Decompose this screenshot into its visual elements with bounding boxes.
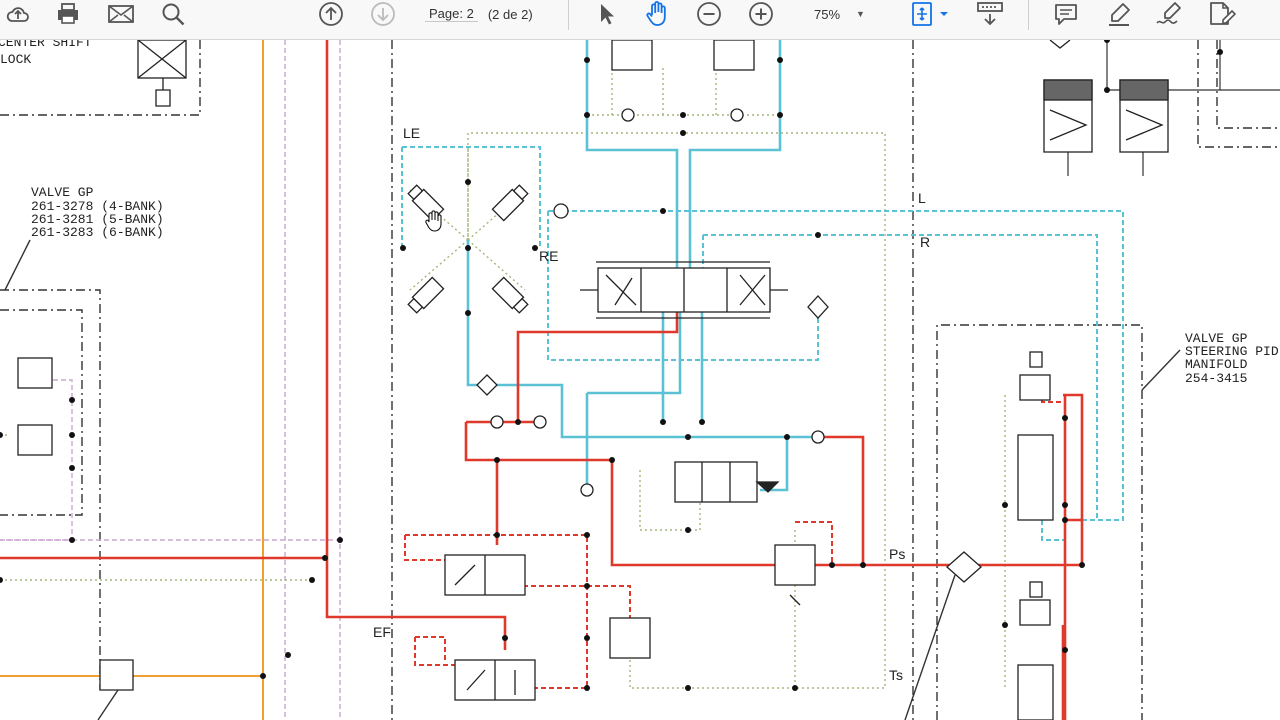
- supply-pilot-lines: [401, 146, 1124, 541]
- pdf-toolbar: Page: 2 (2 de 2) 75% ▼: [0, 0, 1280, 40]
- label-valve-6bank: 261-3283 (6-BANK): [31, 225, 164, 240]
- label-steer-manifold: MANIFOLD: [1185, 357, 1248, 372]
- chevron-down-icon: ▼: [856, 9, 865, 19]
- label-valve-5bank: 261-3281 (5-BANK): [31, 212, 164, 227]
- hand-cursor-icon: [425, 210, 442, 232]
- tank-lines: [1067, 40, 1280, 176]
- comment-icon[interactable]: [1051, 0, 1081, 28]
- highlight-icon[interactable]: [1104, 0, 1134, 28]
- fit-page-icon[interactable]: [908, 0, 952, 28]
- sign-icon[interactable]: [1154, 0, 1184, 28]
- toolbar-divider: [1028, 0, 1029, 30]
- label-ef: EF: [373, 624, 391, 640]
- label-steer-pid: STEERING PID: [1185, 344, 1279, 359]
- label-lock: LOCK: [0, 52, 31, 67]
- label-ps: Ps: [889, 546, 905, 562]
- cloud-upload-icon[interactable]: [4, 0, 32, 28]
- mail-icon[interactable]: [107, 0, 135, 28]
- hydraulic-schematic[interactable]: CENTER SHIFT LOCK VALVE GP 261-3278 (4-B…: [0, 40, 1280, 720]
- page-indicator[interactable]: Page: 2 (2 de 2): [425, 2, 547, 26]
- scroll-mode-icon[interactable]: [974, 0, 1006, 28]
- toolbar-divider: [568, 0, 569, 30]
- search-zoom-icon[interactable]: [159, 0, 189, 28]
- label-center-shift: CENTER SHIFT: [0, 40, 92, 50]
- drain-lines: [0, 40, 341, 720]
- hand-tool-icon[interactable]: [641, 0, 673, 28]
- label-r: R: [920, 234, 930, 250]
- label-steer-partno: 254-3415: [1185, 371, 1247, 386]
- label-re: RE: [539, 248, 558, 264]
- label-valve-gp: VALVE GP: [31, 185, 94, 200]
- print-icon[interactable]: [54, 0, 82, 28]
- zoom-value: 75%: [814, 6, 841, 22]
- zoom-in-icon[interactable]: [746, 0, 776, 28]
- label-steer-valve-gp: VALVE GP: [1185, 331, 1248, 346]
- page-label: Page:: [429, 6, 463, 21]
- label-l: L: [918, 190, 926, 206]
- page-down-icon[interactable]: [368, 0, 398, 28]
- page-total: (2 de 2): [487, 6, 533, 22]
- page-up-icon[interactable]: [316, 0, 346, 28]
- pressure-lines: [0, 40, 1084, 720]
- leader-lines: [4, 239, 1181, 720]
- boundary-lines: [0, 40, 1280, 720]
- valve-components: [17, 40, 1169, 720]
- zoom-out-icon[interactable]: [694, 0, 724, 28]
- label-valve-4bank: 261-3278 (4-BANK): [31, 199, 164, 214]
- edit-pdf-icon[interactable]: [1206, 0, 1238, 28]
- select-arrow-icon[interactable]: [592, 0, 620, 28]
- junction-dots: [0, 40, 1223, 691]
- page-number-input[interactable]: 2: [466, 6, 474, 21]
- zoom-select[interactable]: 75% ▼: [800, 2, 880, 26]
- pilot-lines: [0, 65, 1006, 690]
- label-le: LE: [403, 125, 420, 141]
- label-ts: Ts: [889, 667, 903, 683]
